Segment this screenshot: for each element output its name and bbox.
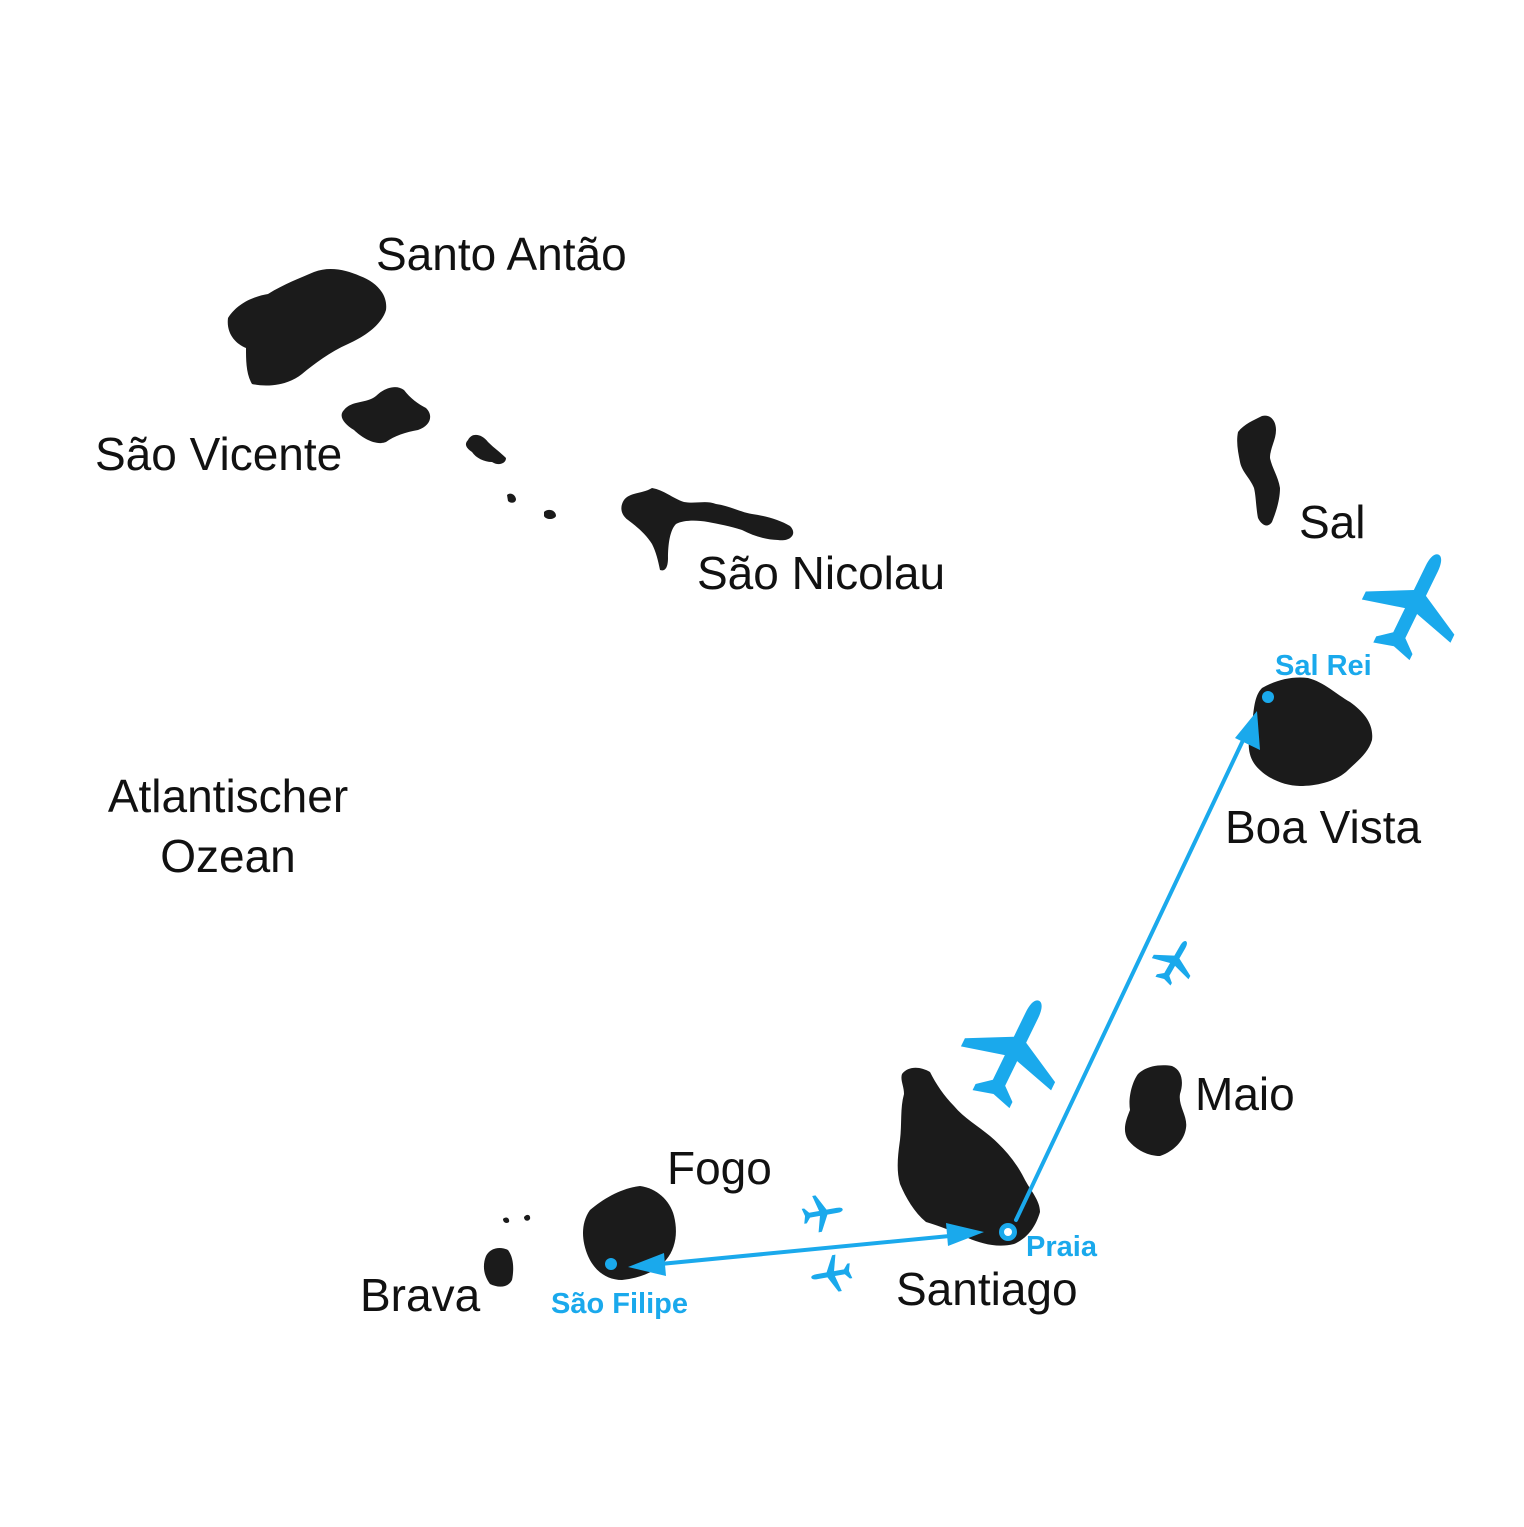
island-sao-nicolau — [621, 488, 794, 571]
island-boa-vista — [1248, 677, 1373, 786]
label-brava: Brava — [360, 1269, 481, 1321]
town-sal-rei: Sal Rei — [1275, 650, 1372, 682]
islet-branco — [507, 493, 516, 503]
airplane-icon — [799, 1191, 846, 1235]
label-fogo: Fogo — [667, 1142, 772, 1194]
airport-dot-inner — [1004, 1228, 1012, 1236]
arrowhead-praia — [946, 1223, 984, 1246]
label-boa-vista: Boa Vista — [1225, 801, 1421, 853]
island-sal — [1237, 415, 1280, 526]
label-ocean-line1: Atlantischer — [108, 770, 348, 822]
island-sao-vicente — [341, 387, 431, 444]
flight-routes — [628, 711, 1260, 1276]
arrowhead-sao-filipe — [628, 1253, 666, 1276]
label-maio: Maio — [1195, 1068, 1295, 1120]
label-sao-nicolau: São Nicolau — [697, 547, 945, 599]
island-maio — [1124, 1065, 1187, 1156]
town-sao-filipe: São Filipe — [551, 1288, 688, 1320]
islet-raso — [544, 509, 556, 519]
island-santo-antao — [227, 269, 387, 386]
airplane-icon — [1144, 930, 1205, 992]
airplane-icon — [808, 1252, 855, 1296]
islet-santa-luzia — [465, 434, 506, 465]
towns: Sal Rei Praia São Filipe — [551, 650, 1372, 1320]
label-sal: Sal — [1299, 496, 1365, 548]
arrowhead-sal-rei — [1235, 711, 1260, 750]
airplane-icon — [945, 978, 1085, 1122]
island-santiago — [897, 1067, 1040, 1246]
airport-dot-icon — [605, 1258, 617, 1270]
route-praia-sal-rei — [1014, 732, 1248, 1222]
island-brava — [483, 1248, 514, 1287]
label-ocean-line2: Ozean — [160, 830, 296, 882]
town-praia: Praia — [1026, 1231, 1098, 1263]
label-sao-vicente: São Vicente — [95, 428, 342, 480]
islet-secos-2 — [524, 1214, 531, 1221]
islet-secos-1 — [503, 1217, 510, 1223]
label-santiago: Santiago — [896, 1263, 1078, 1315]
island-labels: Santo Antão São Vicente São Nicolau Sal … — [95, 228, 1421, 1321]
label-santo-antao: Santo Antão — [376, 228, 627, 280]
islands — [227, 269, 1373, 1287]
island-fogo — [583, 1186, 676, 1280]
route-praia-sao-filipe — [648, 1233, 962, 1267]
airport-dot-icon — [1262, 691, 1274, 703]
